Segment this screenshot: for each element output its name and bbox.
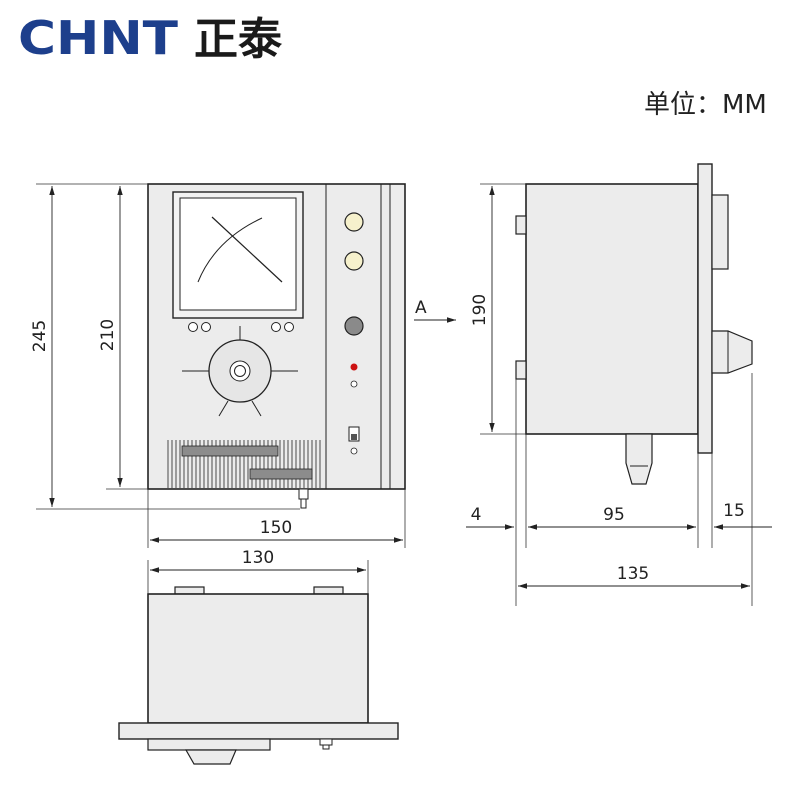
side-front-plate	[697, 163, 713, 454]
small-led-2	[350, 447, 358, 455]
dim-245: 245	[30, 320, 50, 352]
top-plug	[184, 749, 237, 765]
top-tab-left	[174, 586, 205, 595]
vent-grille	[167, 440, 321, 488]
top-base	[147, 738, 271, 751]
side-bottom-plug	[625, 433, 653, 485]
front-dimensions: 245 210 150 A	[30, 183, 456, 548]
analog-meter	[172, 191, 304, 319]
adjust-dial	[182, 326, 298, 417]
side-body	[525, 183, 699, 435]
dim-150: 150	[260, 518, 292, 538]
dim-190: 190	[470, 294, 490, 326]
terminals	[188, 322, 294, 332]
side-nose	[711, 330, 753, 374]
indicator-lamp-2	[344, 251, 364, 271]
top-tab-right	[313, 586, 344, 595]
dim-95: 95	[603, 505, 625, 525]
dim-15: 15	[723, 501, 745, 521]
push-button	[344, 316, 364, 336]
unit-label: 单位：MM	[644, 90, 767, 120]
side-view: 190 4 95 15 135	[466, 163, 772, 606]
top-dimensions: 130	[147, 548, 369, 594]
front-view: 245 210 150 A	[30, 183, 456, 548]
label-bar-lower	[249, 468, 313, 480]
small-led-1	[350, 380, 358, 388]
top-connector	[319, 738, 333, 746]
dim-210: 210	[98, 319, 118, 351]
red-indicator	[350, 363, 358, 371]
view-arrow-label: A	[415, 298, 427, 318]
top-flange	[118, 722, 399, 740]
side-upper-block	[711, 194, 729, 270]
top-view: 130	[118, 548, 399, 765]
dim-4: 4	[471, 505, 482, 525]
side-tab-bottom	[515, 360, 527, 380]
side-dimensions: 190 4 95 15 135	[466, 183, 772, 606]
indicator-lamp-1	[344, 212, 364, 232]
top-body	[147, 593, 369, 724]
logo-latin: CHNT	[18, 12, 179, 60]
bottom-connector	[298, 488, 309, 509]
logo-chinese: 正泰	[194, 14, 283, 60]
label-bar-upper	[181, 445, 279, 457]
chnt-logo: CHNT 正泰	[18, 12, 283, 60]
dim-130: 130	[242, 548, 274, 568]
dim-135: 135	[617, 564, 649, 584]
side-tab-top	[515, 215, 527, 235]
